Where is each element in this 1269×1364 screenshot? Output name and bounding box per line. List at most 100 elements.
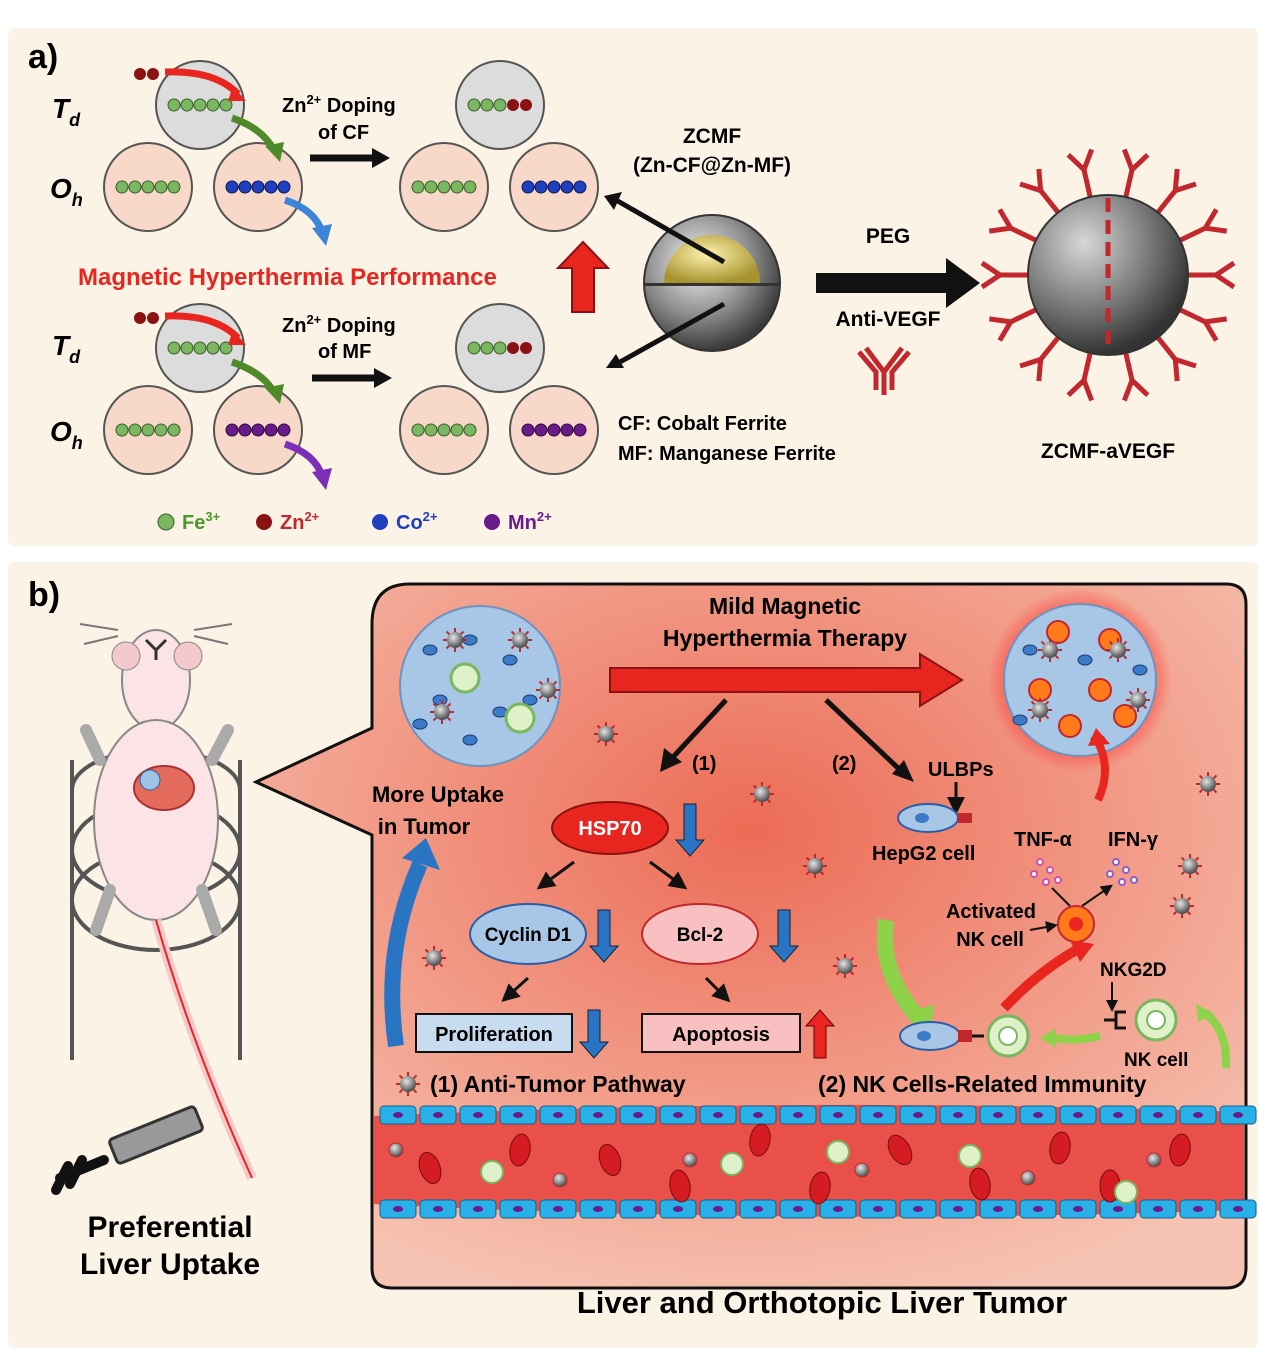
bcl2-label: Bcl-2 [677,925,723,946]
panel-a-label: a) [28,38,58,76]
svg-text:of CF: of CF [318,122,369,144]
arrow-to-mf [618,301,726,365]
performance-up-arrow [555,240,611,313]
apoptosis-label: Apoptosis [672,1024,770,1046]
cyclin-d1-node [469,903,587,965]
legend-zn: Zn2+ [256,509,320,534]
cf-definition: CF: Cobalt Ferrite [618,413,787,435]
hepg2-nk-complex [899,1014,1030,1058]
mf-definition: MF: Manganese Ferrite [618,443,836,465]
nanoparticle-icon [803,854,827,878]
nanoparticle-icon [1106,638,1130,662]
nanoparticle-icon [1028,698,1052,722]
site-cluster-cf-after [399,60,599,232]
td-label-bottom: Td [52,330,81,367]
cytokines [1030,858,1138,886]
nanoparticle-icon [1126,688,1150,712]
mild-therapy-line1: Mild Magnetic [709,593,861,619]
nanoparticle-icon [396,1072,420,1096]
antibody-icon [857,346,911,395]
ion-legend: Fe3+ Zn2+ Co2+ Mn2+ [157,509,552,534]
tumor-cluster-after [988,588,1172,772]
nanoparticle-icon [430,700,454,724]
ulbps-label: ULBPs [928,759,994,781]
panel-b-label: b) [28,576,60,614]
arrow-to-proliferation [501,976,530,1003]
preferential-uptake-line1: Preferential [87,1211,252,1244]
syringe-icon [51,1105,204,1195]
nanoparticle-icon [508,628,532,652]
activation-arrow-top [1094,740,1109,802]
nanoparticle-icon [833,954,857,978]
blood-vessel [374,1104,1257,1219]
arrow-to-cf [614,197,726,265]
bottom-title: Liver and Orthotopic Liver Tumor [577,1285,1067,1320]
svg-text:Zn2+ Doping: Zn2+ Doping [282,312,396,337]
tumor-cluster-before [399,605,561,767]
more-uptake-line2: in Tumor [378,814,471,839]
legend-fe: Fe3+ [157,509,221,534]
activation-arrow [1000,943,1083,1012]
activated-nk-cell [1057,905,1095,943]
zcmf-core-shell-particle [643,214,781,352]
td-label-top: Td [52,93,81,130]
legend-mn: Mn2+ [484,509,552,534]
more-uptake-line1: More Uptake [372,782,504,807]
anti-tumor-pathway-label: (1) Anti-Tumor Pathway [430,1071,686,1097]
hsp70-node [551,801,669,855]
nanoparticle-icon [1170,894,1194,918]
hsp70-label: HSP70 [578,818,641,840]
tnf-alpha-label: TNF-α [1014,829,1073,851]
apoptosis-box [641,1013,801,1053]
site-cluster-mf-before [103,303,332,490]
nk-immunity-label: (2) NK Cells-Related Immunity [818,1071,1147,1097]
svg-text:Td: Td [52,93,81,130]
peg-label: PEG [866,225,910,248]
zn-doping-mf-label: Zn2+ Doping of MF [282,312,396,363]
nanoparticle-icon [443,628,467,652]
nk-cell [1134,998,1178,1042]
legend-co: Co2+ [372,509,438,534]
proliferation-label: Proliferation [435,1024,553,1046]
arrow-to-bcl2 [649,860,688,890]
activated-label-line2: NK cell [956,929,1024,951]
svg-text:Td: Td [52,330,81,367]
bcl2-node [641,903,759,965]
nanoparticle-icon [536,678,560,702]
svg-text:Fe3+: Fe3+ [182,509,221,534]
mouse-illustration [70,623,257,1181]
nk-cell-label: NK cell [1124,1050,1188,1071]
arrow-path-1 [672,698,728,758]
arrow-to-apoptosis [704,976,731,1003]
green-arrow-down [876,918,927,1026]
cyclin-down-arrow [588,909,620,963]
nanoparticle-icon [422,946,446,970]
svg-text:Mn2+: Mn2+ [508,509,552,534]
site-cluster-cf-before [103,60,332,246]
nanoparticle-icon [1178,854,1202,878]
hepg2-label: HepG2 cell [872,843,975,865]
svg-text:of MF: of MF [318,341,371,363]
anti-vegf-label: Anti-VEGF [836,308,941,331]
path-1-label: (1) [692,753,716,775]
svg-text:Zn2+ Doping: Zn2+ Doping [282,92,396,117]
svg-text:Oh: Oh [50,416,83,453]
nanoparticle-icon [1196,772,1220,796]
site-cluster-mf-after [399,303,599,475]
hepg2-cell-top [897,803,972,833]
proliferation-box [415,1013,573,1053]
zcmf-subtitle: (Zn-CF@Zn-MF) [633,154,791,177]
cyclin-d1-label: Cyclin D1 [485,925,572,946]
path-2-label: (2) [832,753,856,775]
svg-text:Zn2+: Zn2+ [280,509,320,534]
zcmf-title: ZCMF [683,125,741,148]
zn-doping-cf-label: Zn2+ Doping of CF [282,92,396,144]
preferential-uptake-line2: Liver Uptake [80,1248,260,1281]
therapy-arrow [609,652,964,708]
zcmf-avegf-label: ZCMF-aVEGF [1041,440,1175,463]
arrow-path-2 [824,698,900,770]
nanoparticle-icon [594,722,618,746]
nanoparticle-icon [1038,638,1062,662]
performance-label: Magnetic Hyperthermia Performance [78,264,497,291]
